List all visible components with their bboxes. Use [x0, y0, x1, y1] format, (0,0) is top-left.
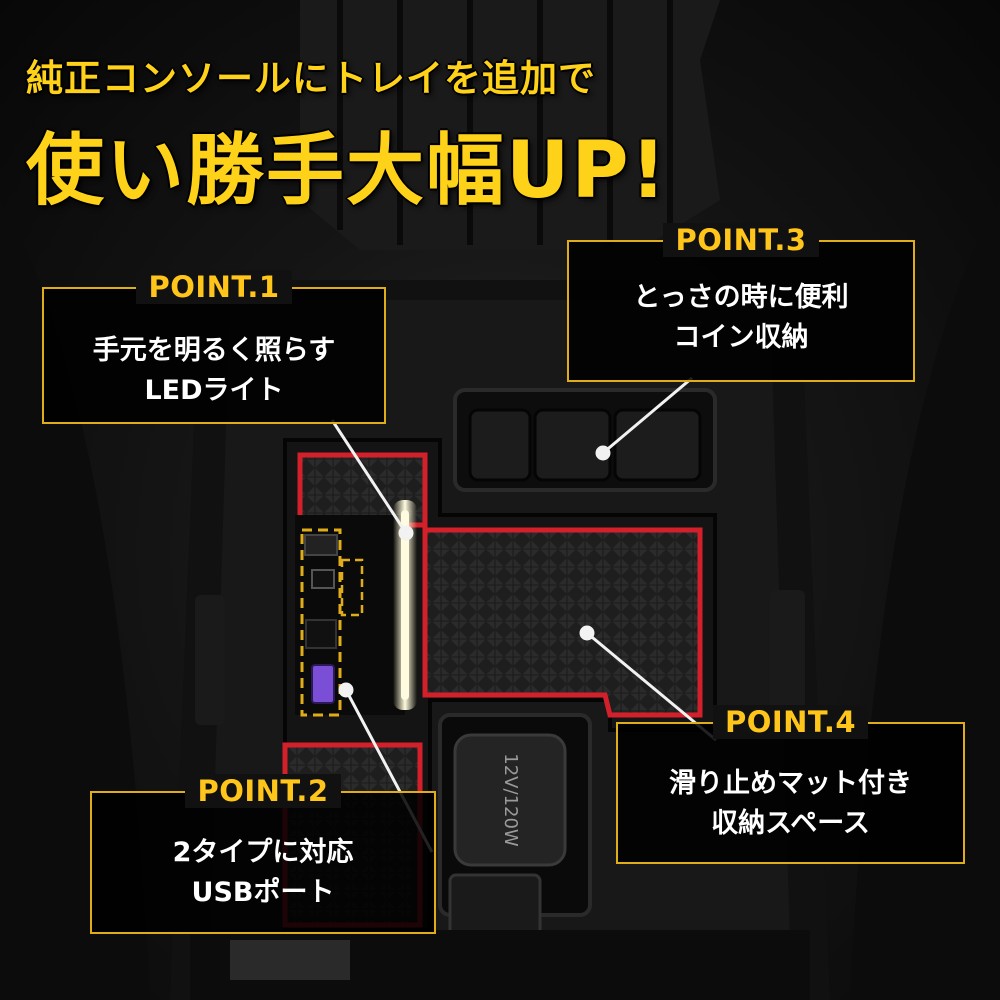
callout-point-4: POINT.4 滑り止めマット付き 収納スペース — [616, 705, 965, 864]
callout-line: 2タイプに対応 — [172, 837, 354, 868]
callout-tag: POINT.4 — [712, 705, 869, 739]
callout-tag: POINT.1 — [136, 270, 292, 304]
headline-sub: 純正コンソールにトレイを追加で — [26, 57, 596, 100]
callout-line: とっさの時に便利 — [633, 282, 849, 313]
callout-tag: POINT.2 — [185, 774, 341, 808]
headline-main: 使い勝手大幅UP! — [26, 126, 669, 216]
callout-point-3: POINT.3 とっさの時に便利 コイン収納 — [567, 223, 915, 382]
callout-line: 手元を明るく照らす — [92, 335, 336, 366]
callout-line: 滑り止めマット付き — [669, 768, 912, 799]
callout-tag: POINT.3 — [663, 223, 819, 257]
callout-line: 収納スペース — [711, 808, 870, 839]
callout-line: LEDライト — [144, 375, 284, 406]
callout-point-2: POINT.2 2タイプに対応 USBポート — [90, 774, 436, 934]
armrest-lid — [300, 0, 720, 250]
callout-line: コイン収納 — [673, 322, 809, 353]
callout-point-1: POINT.1 手元を明るく照らす LEDライト — [42, 270, 386, 424]
callout-line: USBポート — [191, 877, 335, 908]
charger-label: 12V/120W — [500, 753, 521, 847]
